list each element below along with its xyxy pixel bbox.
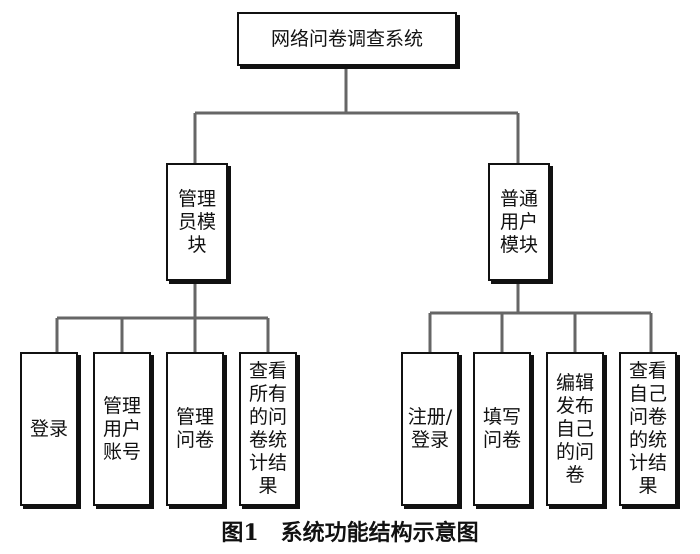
user-child-edit-publish: 编辑发布自己的问卷 bbox=[546, 352, 604, 506]
figure-caption: 图1 系统功能结构示意图 bbox=[221, 520, 479, 546]
user-child-view-own-results: 查看自己问卷的统计结果 bbox=[619, 352, 677, 506]
admin-child-view-all-results: 查看所有的问卷统计结果 bbox=[239, 352, 297, 506]
admin-child-login: 登录 bbox=[20, 352, 78, 506]
admin-child-manage-accounts: 管理用户账号 bbox=[93, 352, 151, 506]
admin-child-manage-surveys: 管理问卷 bbox=[166, 352, 224, 506]
user-child-fill-survey: 填写问卷 bbox=[473, 352, 531, 506]
user-child-register-login: 注册/登录 bbox=[401, 352, 459, 506]
admin-module-node: 管理员模块 bbox=[166, 163, 228, 281]
root-node: 网络问卷调查系统 bbox=[237, 12, 457, 66]
user-module-node: 普通用户模块 bbox=[488, 163, 550, 281]
